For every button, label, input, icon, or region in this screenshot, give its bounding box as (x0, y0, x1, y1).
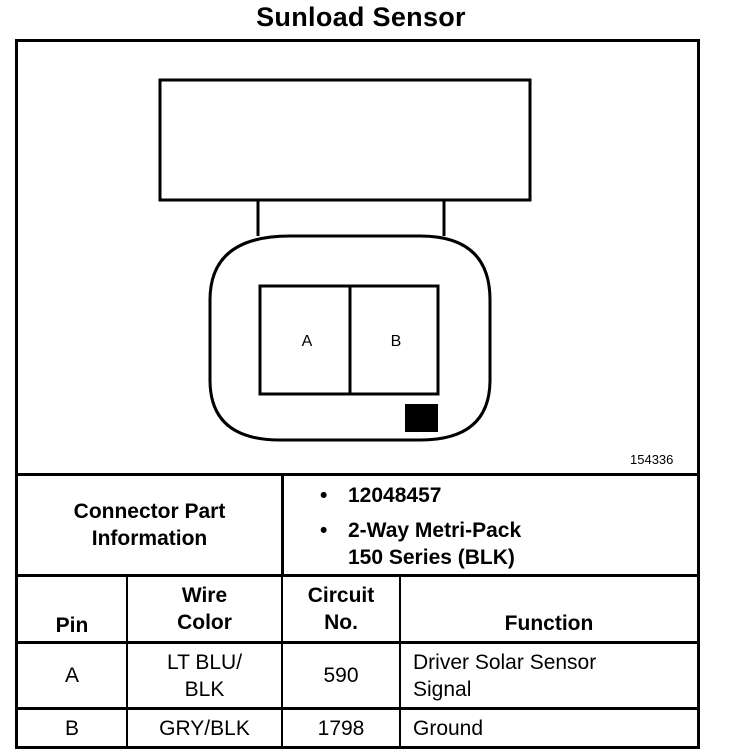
header-wire-line2: Color (177, 611, 232, 634)
table-row-b-pin: B (64, 716, 79, 740)
diagram-frame (15, 39, 700, 749)
connector-part-number: 12048457 (348, 484, 442, 507)
header-wire-line1: Wire (181, 584, 228, 607)
table-row-a-circuit: 590 (323, 664, 359, 687)
header-wire-color: Wire Color (128, 577, 281, 641)
pin-label-b: B (391, 333, 402, 350)
header-pin-text: Pin (55, 614, 89, 637)
connector-info-label-line1: Connector Part (73, 500, 226, 523)
polarization-key (405, 404, 438, 432)
header-function-text: Function (504, 612, 594, 635)
table-row-b-circuit: 1798 (317, 716, 365, 740)
connector-type-line1: 2-Way Metri-Pack (348, 519, 522, 542)
connector-type-line2: 150 Series (BLK) (348, 546, 515, 569)
table-row-border (15, 641, 700, 644)
bullet-dot: • (320, 519, 328, 542)
diagram-title: Sunload Sensor (256, 2, 466, 32)
sensor-body (158, 78, 532, 202)
bullet-dot: • (320, 484, 328, 507)
connector-info-label-line2: Information (91, 527, 208, 550)
column-divider (399, 574, 401, 749)
row-a-wire-line2: BLK (184, 677, 225, 701)
table-top-border (15, 473, 700, 476)
connector-info-values: • 12048457 • 2-Way Metri-Pack 150 Series… (320, 482, 521, 571)
figure-number: 154336 (630, 452, 674, 467)
bullet-item: • 12048457 (320, 482, 521, 509)
row-a-function-line2: Signal (413, 677, 472, 701)
bullet-item: • 2-Way Metri-Pack 150 Series (BLK) (320, 517, 521, 571)
header-function: Function (401, 577, 697, 641)
pin-cavity-b (348, 284, 440, 396)
table-row-a-pin: A (64, 664, 79, 687)
table-row-a-function: Driver Solar Sensor Signal (413, 644, 697, 707)
table-row-a-wire: LT BLU/ BLK (128, 644, 281, 707)
header-circuit-line1: Circuit (307, 584, 375, 607)
header-circuit-line2: No. (324, 611, 358, 634)
row-a-wire-line1: LT BLU/ (166, 650, 243, 674)
connector-info-divider (281, 473, 284, 577)
row-a-function-line1: Driver Solar Sensor (413, 650, 597, 674)
table-header-border (15, 574, 700, 577)
table-row-b-function: Ground (413, 716, 484, 740)
pin-cavity-a (258, 284, 352, 396)
header-circuit: Circuit No. (283, 577, 399, 641)
connector-info-label: Connector Part Information (18, 476, 281, 574)
table-row-b-wire: GRY/BLK (159, 716, 250, 740)
pin-label-a: A (302, 333, 313, 350)
column-divider (126, 574, 128, 749)
header-pin: Pin (18, 577, 126, 641)
column-divider (281, 574, 283, 749)
table-row-border (15, 707, 700, 710)
